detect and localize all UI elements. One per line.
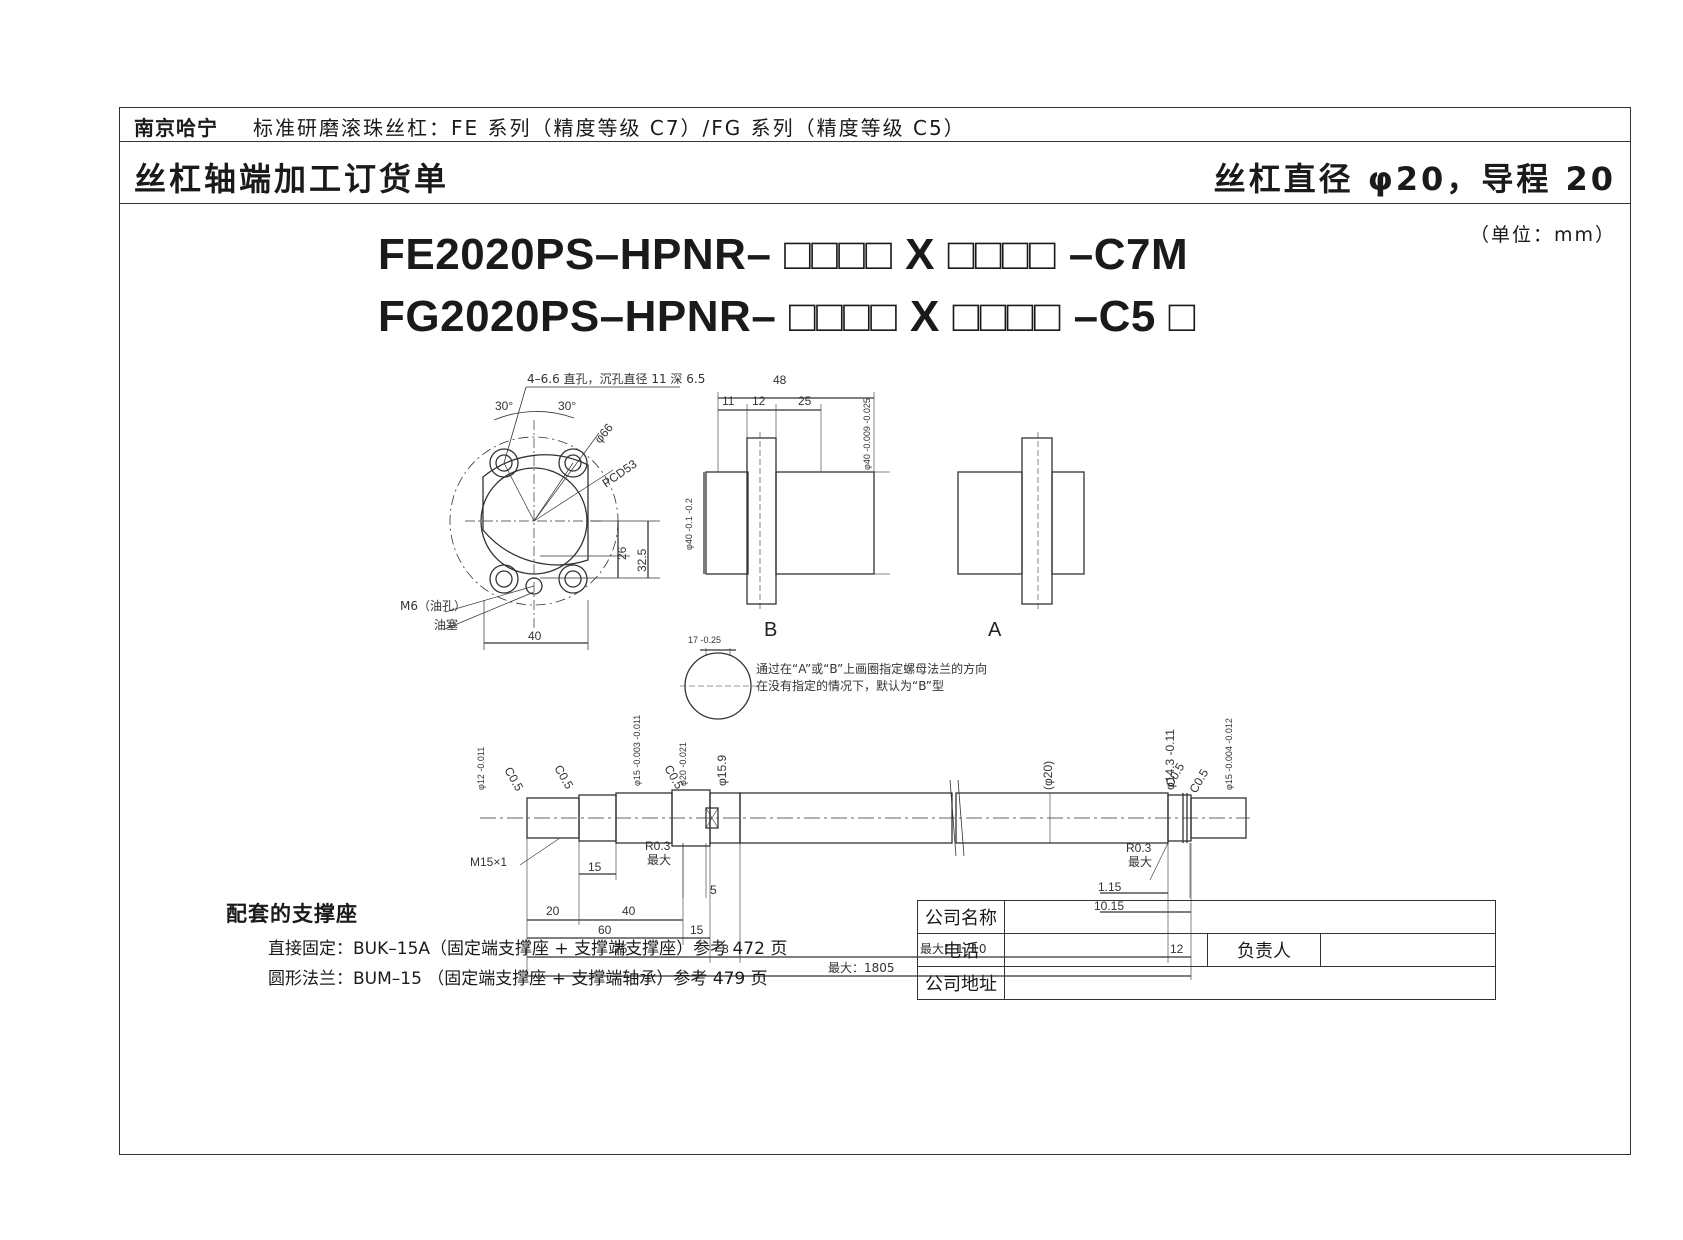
brand-name: 南京哈宁 [134, 116, 218, 140]
support-line-buk: 直接固定：BUK–15A（固定端支撑座 + 支撑端支撑座）参考 472 页 [268, 939, 788, 959]
r03-left-label: R0.3 [645, 839, 671, 853]
r03-right-label: R0.3 [1126, 841, 1152, 855]
series-title: 标准研磨滚珠丝杠：FE 系列（精度等级 C7）/FG 系列（精度等级 C5） [253, 116, 966, 140]
unit-note: （单位：mm） [1469, 224, 1616, 246]
support-line-bum: 圆形法兰：BUM–15 （固定端支撑座 + 支撑端轴承）参考 479 页 [268, 969, 768, 989]
dim-40-flange-label: 40 [528, 629, 542, 643]
spec-title: 丝杠直径 φ20，导程 20 [1213, 160, 1616, 198]
dim-75-label: 75 [614, 942, 628, 956]
nut-side-view-b [703, 392, 890, 610]
phi20-label: φ20 -0.021 [678, 742, 688, 786]
contact-table: 公司名称 电话 负责人 公司地址 [917, 900, 1496, 1000]
max-right-label: 最大 [1128, 855, 1152, 869]
oil-plug-label: 油塞 [434, 617, 458, 632]
company-name-field[interactable] [1004, 900, 1496, 934]
dim-max-1805-label: 最大：1805 [828, 961, 895, 975]
dim-26-label: 26 [615, 546, 629, 560]
order-form-frame: 南京哈宁 标准研磨滚珠丝杠：FE 系列（精度等级 C7）/FG 系列（精度等级 … [119, 107, 1631, 1155]
page-title: 丝杠轴端加工订货单 [134, 160, 450, 198]
support-section: 配套的支撑座 直接固定：BUK–15A（固定端支撑座 + 支撑端支撑座）参考 4… [226, 898, 787, 994]
phi12-label: φ12 -0.011 [476, 747, 486, 790]
dim-1-15-label: 1.15 [1098, 880, 1122, 894]
person-field[interactable] [1320, 933, 1496, 967]
dim-48-label: 48 [773, 373, 787, 387]
phi15-label: φ15 -0.003 -0.011 [632, 715, 642, 786]
c05-label-e: C0.5 [1186, 766, 1211, 795]
company-name-label: 公司名称 [917, 900, 1005, 934]
oil-hole-label: M6（油孔） [400, 599, 466, 613]
dim-12-label: 12 [752, 394, 766, 408]
dim-32-5-label: 32.5 [635, 548, 649, 572]
dim-15-label: 15 [588, 860, 602, 874]
section-view [680, 648, 758, 720]
c05-label-b: C0.5 [551, 763, 576, 792]
m15-label: M15×1 [470, 855, 507, 869]
phi14-3-label: φ14.3 -0.11 [1163, 729, 1177, 790]
phi66-label: φ66 [592, 420, 617, 445]
dim-20-label: 20 [546, 904, 560, 918]
c05-label-a: C0.5 [501, 765, 526, 794]
model-code-fe: FE2020PS–HPNR– □□□□ X □□□□ –C7M [378, 230, 1189, 279]
phone-label: 电话 [917, 933, 1005, 967]
phone-field[interactable] [1004, 933, 1208, 967]
angle-right-label: 30° [558, 399, 576, 413]
flange-front-view [444, 386, 680, 650]
dim-17-label: 17 -0.25 [688, 635, 721, 645]
label-b: B [764, 619, 777, 641]
support-title: 配套的支撑座 [226, 902, 358, 926]
phi40-top-label: φ40 -0.009 -0.025 [862, 398, 872, 470]
nut-side-view-a [957, 432, 1085, 610]
pcd-label: PCD53 [600, 457, 640, 491]
max-left-label: 最大 [647, 853, 671, 867]
address-field[interactable] [1004, 966, 1496, 1000]
dim-40-label: 40 [622, 904, 636, 918]
person-label: 负责人 [1207, 933, 1321, 967]
header-row: 南京哈宁 标准研磨滚珠丝杠：FE 系列（精度等级 C7）/FG 系列（精度等级 … [120, 108, 1630, 142]
label-a: A [988, 619, 1002, 641]
model-code-fg: FG2020PS–HPNR– □□□□ X □□□□ –C5 □ [378, 292, 1196, 341]
dim-15b-label: 15 [690, 923, 704, 937]
dim-11-label: 11 [722, 394, 735, 408]
hole-note: 4–6.6 直孔，沉孔直径 11 深 6.5 [527, 372, 705, 386]
address-label: 公司地址 [917, 966, 1005, 1000]
phi15-9-label: φ15.9 [715, 755, 729, 786]
section-note-1: 通过在“A”或“B”上画圈指定螺母法兰的方向 [756, 661, 987, 676]
dim-5-label: 5 [710, 883, 717, 897]
section-note-2: 在没有指定的情况下，默认为“B”型 [756, 678, 944, 693]
phi20-ref-label: (φ20) [1041, 761, 1055, 790]
angle-left-label: 30° [495, 399, 513, 413]
dim-8-label: 8 [722, 942, 729, 956]
title-row: 丝杠轴端加工订货单 丝杠直径 φ20，导程 20 [120, 142, 1630, 204]
phi40-left-label: φ40 -0.1 -0.2 [684, 498, 694, 550]
dim-60-label: 60 [598, 923, 612, 937]
phi15-right-label: φ15 -0.004 -0.012 [1224, 718, 1234, 790]
dim-25-label: 25 [798, 394, 812, 408]
